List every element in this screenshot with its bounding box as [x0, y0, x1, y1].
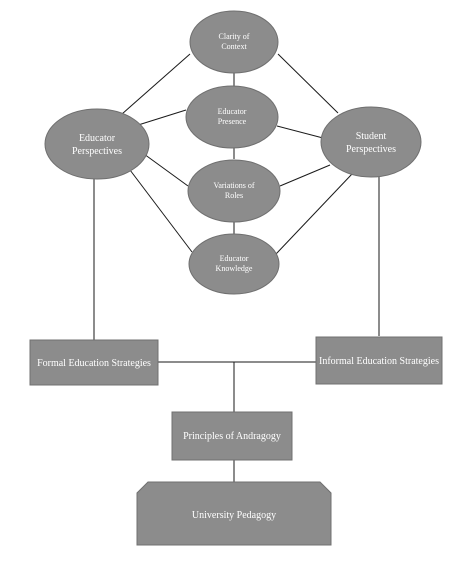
node-informal-education-strategies: Informal Education Strategies	[315, 336, 443, 385]
node-principles-of-andragogy: Principles of Andragogy	[171, 411, 293, 461]
pedagogy-label: University Pedagogy	[192, 510, 276, 521]
edge-clarity-educator	[121, 53, 191, 115]
knowledge-line-1: Educator	[220, 254, 249, 263]
node-variations-of-roles: Variations of Roles	[187, 159, 281, 223]
presence-line-2: Presence	[218, 117, 247, 126]
student-persp-line-2: Perspectives	[346, 144, 396, 155]
educator-persp-line-1: Educator	[79, 133, 116, 144]
edge-educator-presence	[134, 109, 187, 127]
variations-line-2: Roles	[225, 191, 243, 200]
node-formal-education-strategies: Formal Education Strategies	[29, 339, 159, 386]
node-university-pedagogy: University Pedagogy	[136, 481, 332, 546]
edge-educator-knowledge	[129, 169, 193, 253]
formal-label: Formal Education Strategies	[37, 358, 151, 369]
variations-line-1: Variations of	[213, 181, 254, 190]
edge-knowledge-student	[275, 173, 353, 255]
student-persp-line-1: Student	[356, 131, 387, 142]
node-clarity-of-context: Clarity of Context	[189, 10, 279, 74]
node-student-perspectives: Student Perspectives	[320, 106, 422, 178]
edge-presence-student	[276, 125, 324, 139]
educator-persp-line-2: Perspectives	[72, 146, 122, 157]
clarity-line-1: Clarity of	[219, 32, 250, 41]
presence-line-1: Educator	[218, 107, 247, 116]
clarity-line-2: Context	[221, 42, 247, 51]
node-educator-knowledge: Educator Knowledge	[188, 233, 280, 295]
node-educator-perspectives: Educator Perspectives	[44, 108, 150, 180]
node-educator-presence: Educator Presence	[185, 85, 279, 149]
edge-clarity-student	[277, 53, 339, 114]
connectors	[93, 53, 380, 482]
andragogy-label: Principles of Andragogy	[183, 431, 281, 442]
edge-educator-variations	[143, 153, 189, 187]
edge-variations-student	[279, 164, 331, 187]
knowledge-line-2: Knowledge	[216, 264, 253, 273]
informal-label: Informal Education Strategies	[319, 356, 439, 367]
